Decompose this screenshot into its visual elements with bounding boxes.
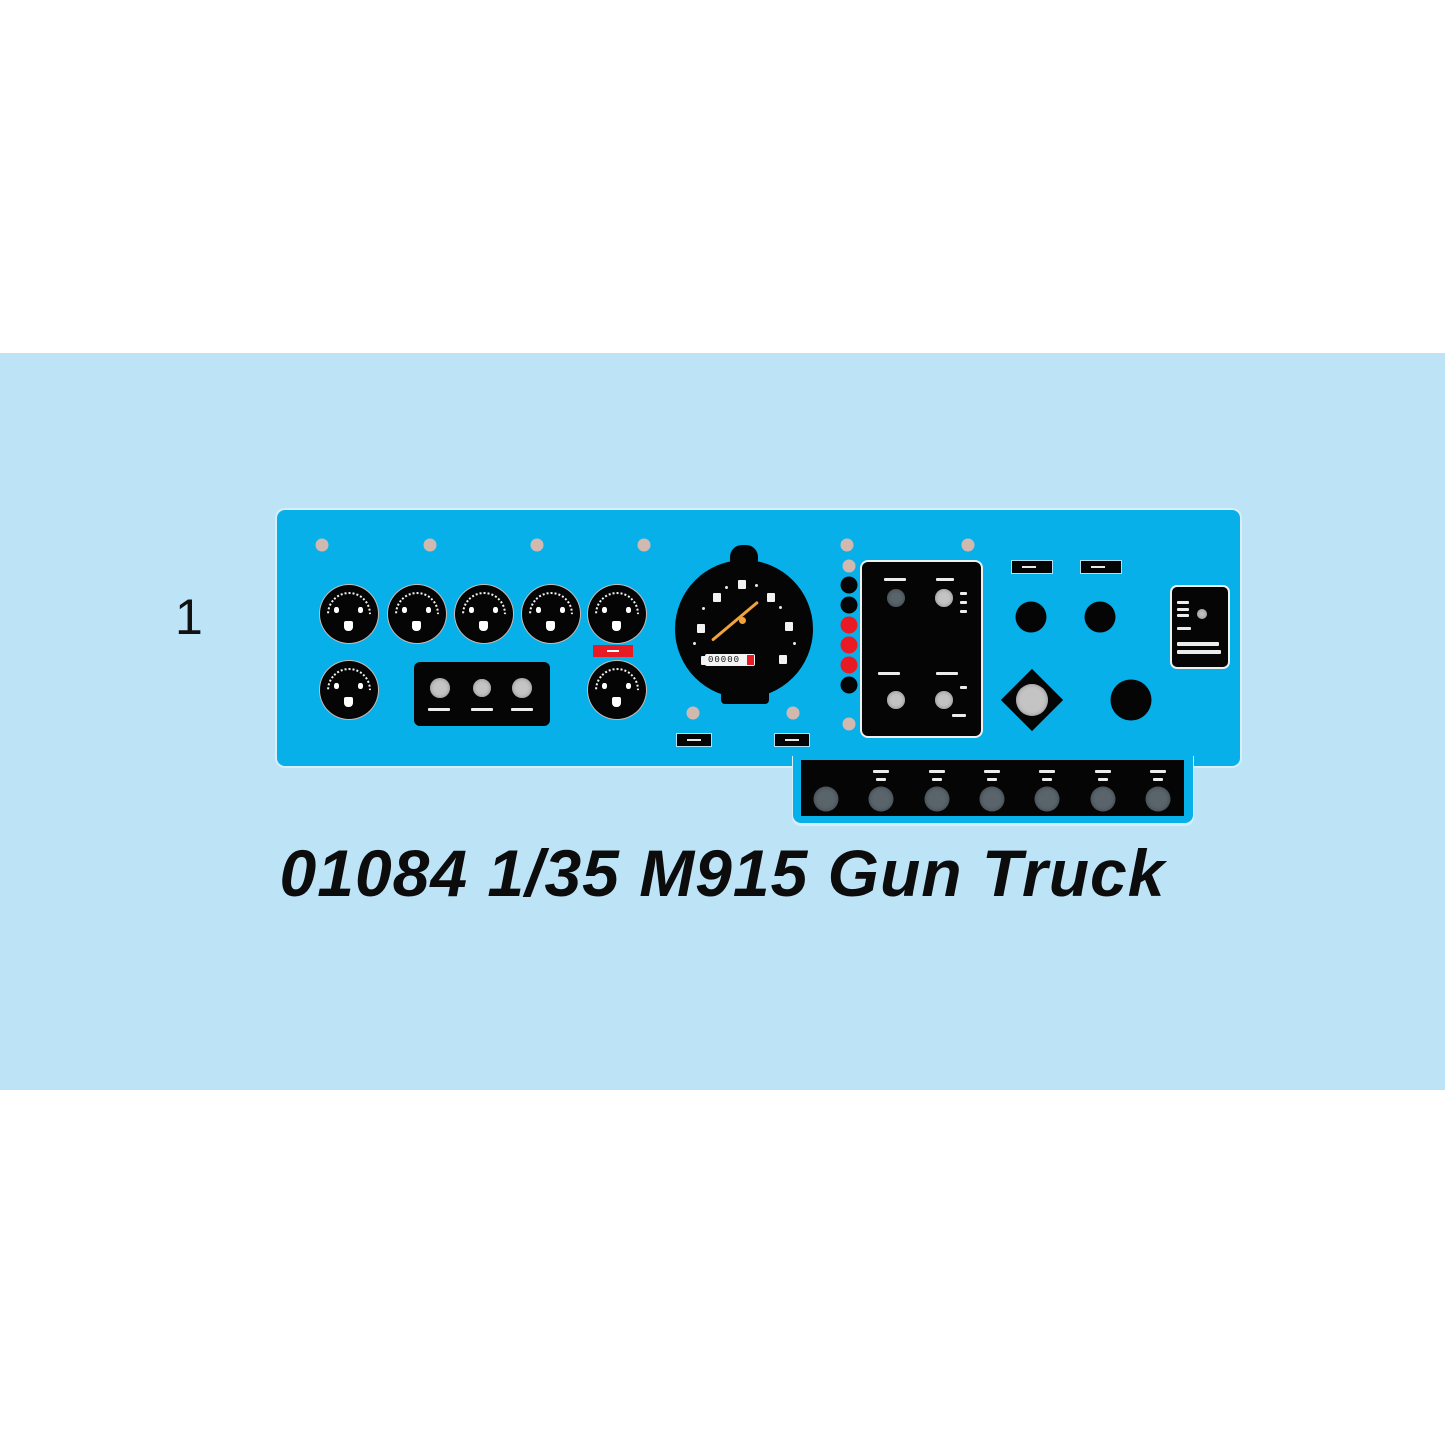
label-plate [1012,561,1052,573]
toggle-switch-icon [924,786,950,812]
plate-line [1177,608,1189,611]
tick [960,592,967,595]
toggle-switch-icon [1034,786,1060,812]
plate-line [1177,627,1191,630]
label-plate [1081,561,1121,573]
toggle-switch-icon [868,786,894,812]
speedometer-icon: 00000 [675,560,813,698]
control-label [878,672,900,675]
odometer-red-digit [747,655,754,665]
knob [887,589,905,607]
switch-label [1149,770,1166,773]
knob [887,691,905,709]
rivet-icon [530,538,544,552]
plate-line [1177,614,1189,617]
indicator-light-icon [840,636,858,654]
indicator-light-icon [840,596,858,614]
tick [960,686,967,689]
plate-line [1177,650,1221,654]
tick [960,610,967,613]
switch-label [1097,778,1108,781]
indicator-light-icon [840,676,858,694]
indicator-light-icon [840,616,858,634]
plate-line [1177,601,1189,604]
knob-label [511,708,533,711]
knob-label [428,708,450,711]
indicator-light-icon [840,576,858,594]
gauge-icon [519,582,583,646]
switch-label [986,778,997,781]
gauge-icon [317,582,381,646]
knob [430,678,450,698]
gauge-icon [317,658,381,722]
rivet-icon [686,706,700,720]
control-label [884,578,906,581]
gauge-icon [452,582,516,646]
rivet-icon [842,717,856,731]
round-button [1084,601,1116,633]
knob [935,691,953,709]
rivet-icon [840,538,854,552]
switch-label [876,778,887,781]
rivet-icon [423,538,437,552]
switch-label [1042,778,1053,781]
control-label [936,672,958,675]
gauge-icon [385,582,449,646]
warning-tag [593,645,633,657]
knob [935,589,953,607]
label-plate [677,734,711,746]
knob [512,678,532,698]
toggle-switch-icon [813,786,839,812]
control-label [936,578,954,581]
round-button [1110,679,1152,721]
switch-label [928,770,945,773]
rivet-icon [961,538,975,552]
info-plate [1172,587,1228,667]
indicator-light-icon [840,656,858,674]
odometer: 00000 [705,654,755,666]
knob [473,679,491,697]
rivet-icon [315,538,329,552]
knob [1197,609,1207,619]
switch-box [414,662,550,726]
switch-label [1094,770,1111,773]
plate-line [1177,642,1219,646]
tick [960,601,967,604]
switch-label [931,778,942,781]
rivet-icon [786,706,800,720]
round-button [1015,601,1047,633]
gauge-icon [585,658,649,722]
toggle-switch-icon [1090,786,1115,812]
toggle-switch-icon [979,786,1005,812]
lower-switch-strip [793,755,1193,823]
rivet-icon [842,559,856,573]
label-plate [775,734,809,746]
product-title: 01084 1/35 M915 Gun Truck [279,836,1166,910]
toggle-switch-icon [1145,786,1171,812]
switch-label [1039,770,1056,773]
rivet-icon [637,538,651,552]
decal-number: 1 [175,589,203,645]
tick [952,714,966,717]
knob-label [471,708,493,711]
gauge-icon [585,582,649,646]
needle-hub [739,617,746,624]
control-box [862,562,981,736]
switch-label [983,770,1000,773]
switch-label [873,770,890,773]
switch-label [1152,778,1163,781]
knob [1016,684,1048,716]
speedometer-needle [711,600,759,642]
